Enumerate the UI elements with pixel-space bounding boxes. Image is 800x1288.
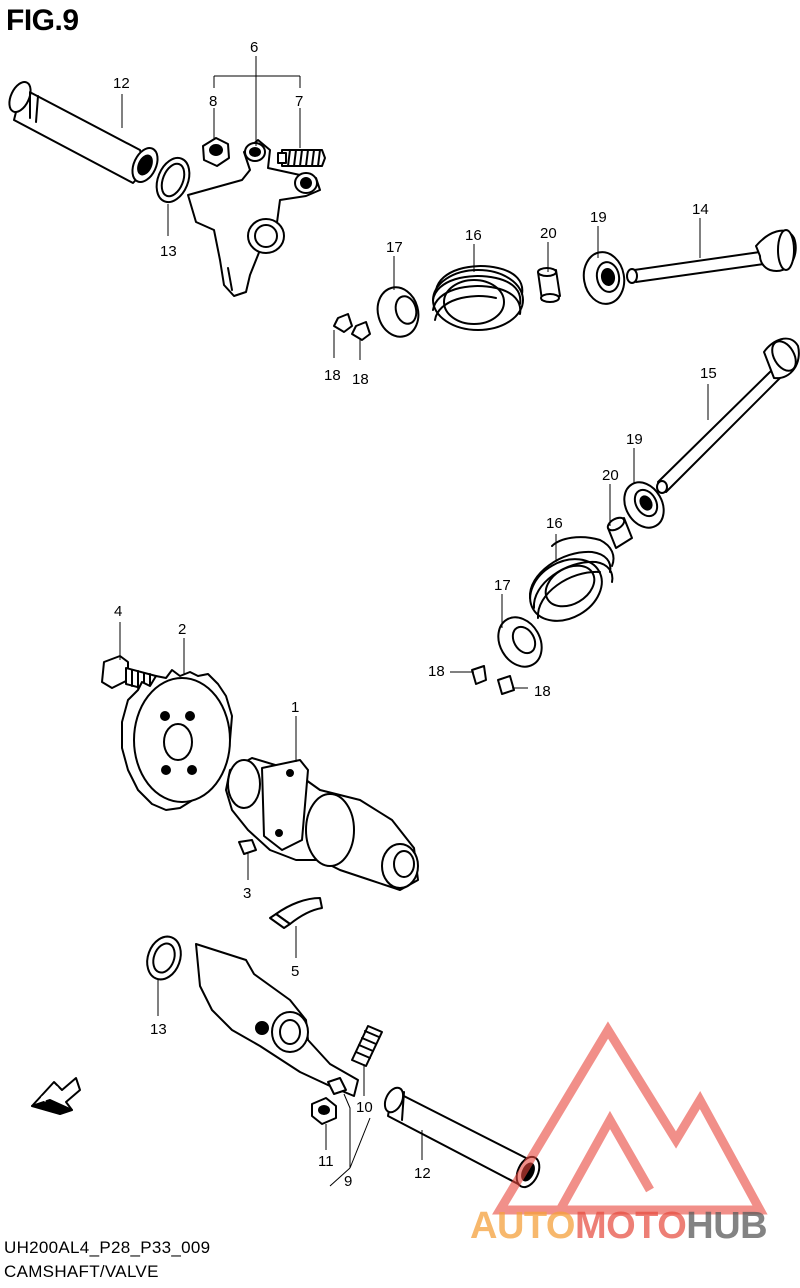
part-19-seat-upper bbox=[582, 251, 626, 305]
part-14-valve-intake bbox=[626, 229, 797, 284]
part-13-washer-top bbox=[155, 156, 191, 204]
callout-labels: 12 13 6 8 7 17 16 20 19 14 18 18 15 19 2… bbox=[39, 39, 716, 1190]
callout-12-top: 12 bbox=[113, 75, 130, 92]
callout-3: 3 bbox=[243, 885, 251, 902]
part-12-rocker-shaft-top bbox=[8, 81, 159, 184]
callout-2: 2 bbox=[178, 621, 186, 638]
part-9-rocker-arm-bottom bbox=[195, 943, 359, 1097]
fwd-arrow-icon bbox=[31, 1077, 81, 1115]
figure-name: CAMSHAFT/VALVE bbox=[4, 1262, 159, 1281]
watermark-logo-icon bbox=[492, 1021, 768, 1215]
callout-18-upper-a: 18 bbox=[324, 367, 341, 384]
part-10-adjust-screw bbox=[351, 1025, 383, 1067]
part-2-sprocket bbox=[121, 669, 233, 811]
callout-8: 8 bbox=[209, 93, 217, 110]
callout-16-lower: 16 bbox=[546, 515, 563, 532]
callout-5: 5 bbox=[291, 963, 299, 980]
part-18-cotter-lower-b bbox=[497, 675, 515, 695]
part-11-nut bbox=[311, 1097, 337, 1125]
part-16-spring-upper bbox=[432, 265, 524, 331]
figure-title: FIG.9 bbox=[6, 4, 79, 37]
part-17-retainer-upper bbox=[376, 286, 420, 338]
part-8-nut bbox=[202, 137, 230, 167]
watermark-part-b: MOTO bbox=[574, 1205, 687, 1247]
callout-11: 11 bbox=[318, 1153, 334, 1170]
callout-6: 6 bbox=[250, 39, 258, 56]
callout-20-lower: 20 bbox=[602, 467, 619, 484]
callout-7: 7 bbox=[295, 93, 303, 110]
callout-19-upper: 19 bbox=[590, 209, 607, 226]
part-18-cotter-lower-a bbox=[471, 665, 487, 685]
callout-13-bottom: 13 bbox=[150, 1021, 167, 1038]
figure-code: UH200AL4_P28_P33_009 bbox=[4, 1238, 211, 1257]
callout-15: 15 bbox=[700, 365, 717, 382]
callout-9: 9 bbox=[344, 1173, 352, 1190]
part-16-spring-lower bbox=[528, 536, 615, 622]
callout-20-upper: 20 bbox=[540, 225, 557, 242]
callout-4: 4 bbox=[114, 603, 122, 620]
callout-12-bottom: 12 bbox=[414, 1165, 431, 1182]
callout-14: 14 bbox=[692, 201, 709, 218]
callout-13-top: 13 bbox=[160, 243, 177, 260]
watermark-part-a: AUTO bbox=[470, 1205, 575, 1247]
callout-18-upper-b: 18 bbox=[352, 371, 369, 388]
part-13-washer-bottom bbox=[146, 935, 182, 981]
callout-17-upper: 17 bbox=[386, 239, 403, 256]
callout-10: 10 bbox=[356, 1099, 373, 1116]
callout-18-lower-b: 18 bbox=[534, 683, 551, 700]
part-17-retainer-lower bbox=[497, 616, 543, 668]
part-3-pin bbox=[238, 839, 257, 855]
callout-1: 1 bbox=[291, 699, 299, 716]
part-18-cotter-upper-a bbox=[333, 313, 353, 333]
watermark-text: AUTOMOTOHUB bbox=[470, 1205, 768, 1248]
part-15-valve-exhaust bbox=[656, 337, 800, 494]
callout-16-upper: 16 bbox=[465, 227, 482, 244]
callout-19-lower: 19 bbox=[626, 431, 643, 448]
part-1-camshaft bbox=[225, 757, 419, 891]
callout-17-lower: 17 bbox=[494, 577, 511, 594]
part-6-rocker-arm-top bbox=[187, 139, 321, 297]
part-5-stopper bbox=[269, 897, 323, 929]
part-20-seal-lower bbox=[606, 516, 633, 549]
callout-18-lower-a: 18 bbox=[428, 663, 445, 680]
part-20-seal-upper bbox=[537, 267, 561, 303]
part-18-cotter-upper-b bbox=[351, 321, 371, 341]
part-19-seat-lower bbox=[623, 481, 665, 529]
part-7-adjust-screw bbox=[277, 149, 326, 167]
leader-lines bbox=[119, 56, 709, 1187]
watermark-part-c: HUB bbox=[686, 1205, 768, 1247]
